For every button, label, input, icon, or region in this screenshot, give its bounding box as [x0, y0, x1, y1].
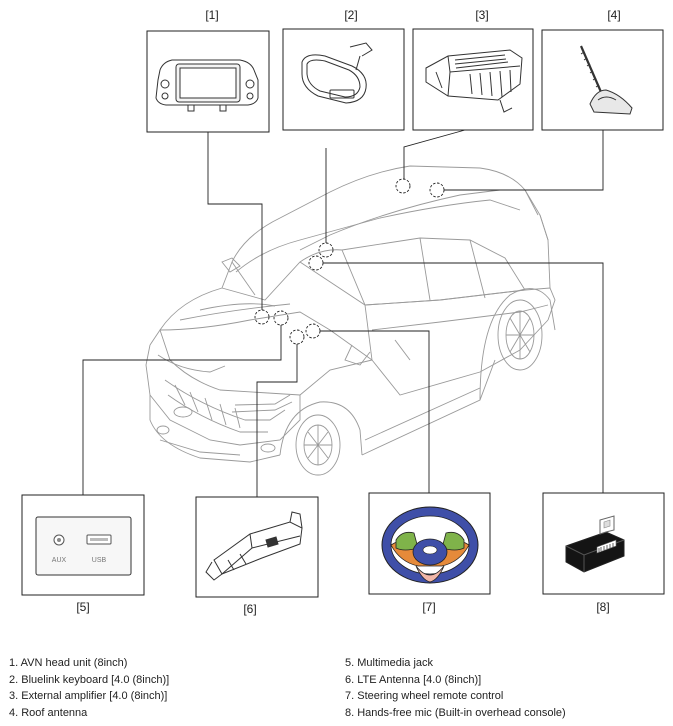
- legend-item-1: 1. AVN head unit (8inch): [9, 657, 128, 669]
- leader-line-3: [403, 129, 466, 179]
- component-box-7: [368, 492, 491, 595]
- avn-head-unit-illustration: [155, 59, 259, 112]
- marker-lte-antenna: [289, 329, 305, 345]
- multimedia-jack-illustration: AUX USB: [35, 516, 132, 576]
- legend-left-column: 1. AVN head unit (8inch) 2. Bluelink key…: [9, 655, 169, 721]
- usb-label: USB: [92, 557, 107, 564]
- component-box-5: AUX USB: [21, 494, 145, 596]
- lte-antenna-illustration: [205, 511, 303, 581]
- marker-roof-antenna: [429, 182, 445, 198]
- component-box-6: [195, 496, 319, 598]
- callout-8: [8]: [596, 600, 609, 614]
- legend-item-3: 3. External amplifier [4.0 (8inch)]: [9, 690, 168, 702]
- steering-wheel-illustration: [381, 506, 479, 584]
- location-markers: [254, 178, 445, 345]
- legend-item-2: 2. Bluelink keyboard [4.0 (8inch)]: [9, 673, 170, 686]
- callout-labels: [1] [2] [3] [4] [5] [6] [7] [8]: [76, 8, 620, 616]
- callout-7: [7]: [422, 600, 435, 614]
- callout-6: [6]: [243, 602, 256, 616]
- component-box-4: [541, 29, 664, 131]
- marker-bluelink-keyboard: [318, 242, 334, 258]
- leader-lines: [82, 129, 604, 497]
- marker-multimedia-jack: [273, 310, 289, 326]
- callout-3: [3]: [475, 8, 488, 22]
- marker-hands-free-mic: [308, 255, 324, 271]
- leader-line-6: [256, 344, 298, 497]
- legend-item-7: 7. Steering wheel remote control: [345, 690, 504, 702]
- hands-free-mic-illustration: [565, 515, 625, 573]
- component-box-3: [412, 28, 534, 131]
- marker-external-amplifier: [395, 178, 411, 194]
- marker-steering-remote: [305, 323, 321, 339]
- leader-line-1: [207, 132, 263, 310]
- legend-item-8: 8. Hands-free mic (Built-in overhead con…: [345, 706, 566, 719]
- component-box-2: [282, 28, 405, 131]
- leader-line-5: [82, 325, 282, 495]
- legend-item-5: 5. Multimedia jack: [345, 657, 434, 669]
- roof-antenna-illustration: [579, 45, 633, 115]
- legend-item-4: 4. Roof antenna: [9, 706, 88, 719]
- leader-line-8: [323, 262, 604, 493]
- leader-line-7: [320, 330, 430, 493]
- component-box-1: [146, 30, 270, 133]
- external-amplifier-illustration: [425, 49, 523, 113]
- rear-mirror-illustration: [301, 42, 373, 104]
- component-box-8: [542, 492, 665, 595]
- vehicle-drawing: [145, 165, 556, 476]
- callout-1: [1]: [205, 8, 218, 22]
- legend-item-6: 6. LTE Antenna [4.0 (8inch)]: [345, 673, 482, 686]
- leader-line-4: [444, 130, 604, 191]
- callout-2: [2]: [344, 8, 357, 22]
- marker-avn-head-unit: [254, 309, 270, 325]
- callout-4: [4]: [607, 8, 620, 22]
- callout-5: [5]: [76, 600, 89, 614]
- legend-right-column: 5. Multimedia jack 6. LTE Antenna [4.0 (…: [345, 655, 566, 721]
- aux-label: AUX: [52, 557, 67, 564]
